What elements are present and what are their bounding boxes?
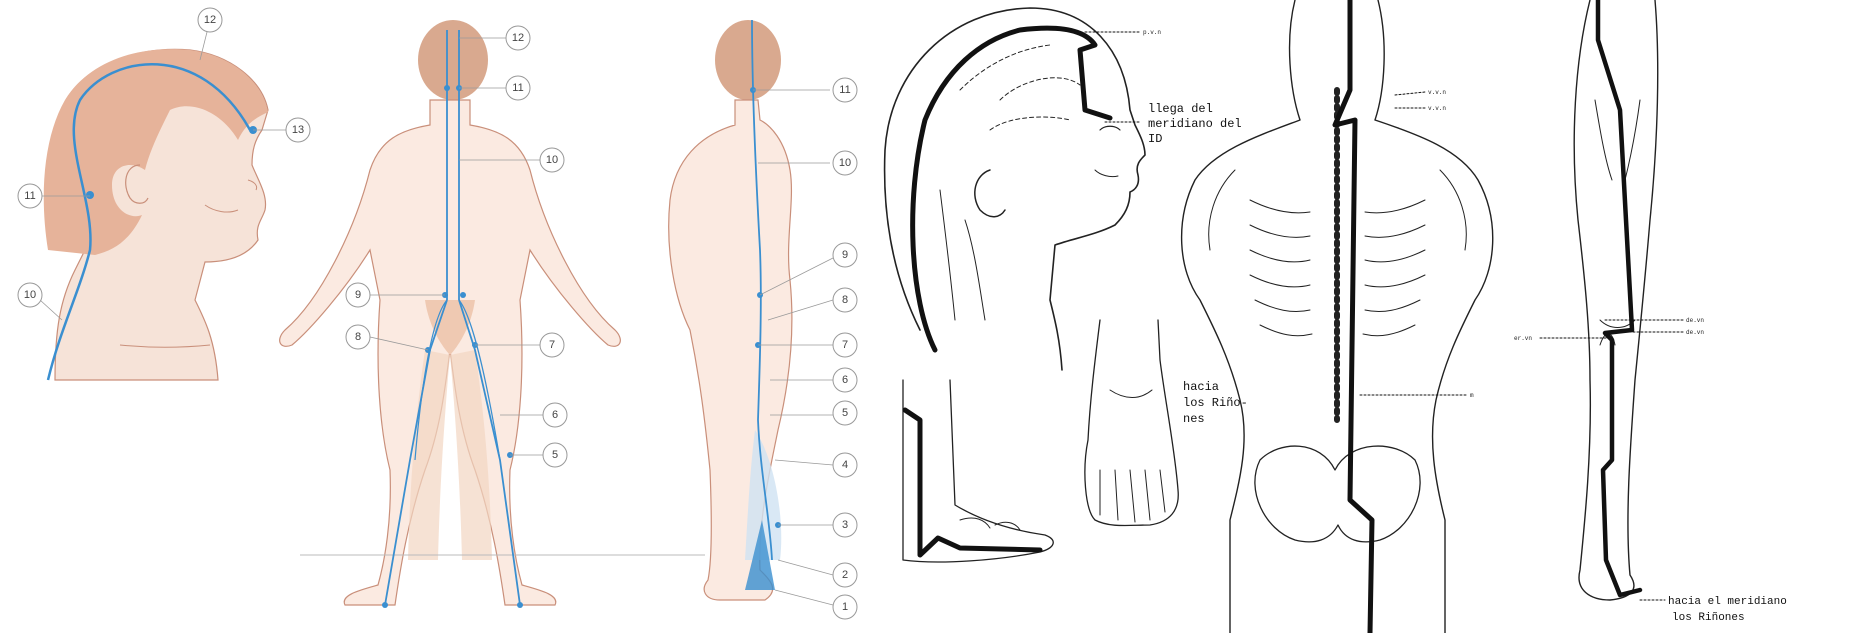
side-label-1: 1 <box>833 595 857 619</box>
svg-text:10: 10 <box>839 157 851 169</box>
svg-text:12: 12 <box>204 14 216 26</box>
torso-caption-line-3: nes <box>1183 412 1205 426</box>
svg-text:3: 3 <box>842 519 848 531</box>
side-view-figure: 11 10 9 8 7 6 5 4 3 2 1 <box>669 20 857 619</box>
back-view-figure: 12 11 10 9 8 7 6 5 <box>280 20 705 608</box>
leg-small-label-3: er.vn <box>1514 335 1532 342</box>
lineart-head-figure: p.v.n llega del meridiano del ID <box>885 8 1242 370</box>
leg-small-label-1: de.vn <box>1686 317 1704 324</box>
head-small-label: p.v.n <box>1143 29 1161 36</box>
svg-text:12: 12 <box>512 32 524 44</box>
svg-text:9: 9 <box>355 289 361 301</box>
side-label-2: 2 <box>833 563 857 587</box>
head-profile-figure: 12 13 11 10 <box>18 8 310 380</box>
side-label-9: 9 <box>833 243 857 267</box>
back-label-11: 11 <box>506 76 530 100</box>
back-label-9: 9 <box>346 283 370 307</box>
side-label-3: 3 <box>833 513 857 537</box>
leg-caption-line-1: hacia el meridiano <box>1668 596 1787 608</box>
colored-illustration-panel: 12 13 11 10 <box>18 8 857 619</box>
back-label-6: 6 <box>543 403 567 427</box>
svg-text:11: 11 <box>512 82 523 94</box>
svg-text:13: 13 <box>292 124 304 136</box>
back-label-8: 8 <box>346 325 370 349</box>
svg-text:7: 7 <box>842 339 848 351</box>
svg-text:9: 9 <box>842 249 848 261</box>
back-label-10: 10 <box>540 148 564 172</box>
svg-text:7: 7 <box>549 339 555 351</box>
lineart-foot-side-figure <box>903 380 1053 562</box>
svg-text:1: 1 <box>842 601 848 613</box>
lineart-illustration-panel: p.v.n llega del meridiano del ID <box>885 0 1787 633</box>
lineart-leg-figure: de.vn de.vn er.vn hacia el meridiano los… <box>1514 0 1787 624</box>
svg-text:8: 8 <box>355 331 361 343</box>
back-label-5: 5 <box>543 443 567 467</box>
svg-text:6: 6 <box>842 374 848 386</box>
side-label-8: 8 <box>833 288 857 312</box>
svg-text:5: 5 <box>842 407 848 419</box>
side-label-7: 7 <box>833 333 857 357</box>
lineart-foot-top-figure <box>1085 320 1178 526</box>
back-label-12: 12 <box>506 26 530 50</box>
side-label-5: 5 <box>833 401 857 425</box>
head-caption-line-1: llega del <box>1148 102 1213 116</box>
head-label-11: 11 <box>18 184 42 208</box>
head-label-10: 10 <box>18 283 42 307</box>
svg-text:10: 10 <box>24 289 36 301</box>
side-label-6: 6 <box>833 368 857 392</box>
svg-text:5: 5 <box>552 449 558 461</box>
leg-small-label-2: de.vn <box>1686 329 1704 336</box>
svg-text:2: 2 <box>842 569 848 581</box>
svg-text:8: 8 <box>842 294 848 306</box>
torso-small-label-2: v.v.n <box>1428 105 1446 112</box>
svg-text:4: 4 <box>842 459 848 471</box>
head-caption-line-3: ID <box>1148 132 1162 146</box>
leg-caption-line-2: los Riñones <box>1672 612 1745 624</box>
head-label-12: 12 <box>198 8 222 32</box>
torso-small-label-1: v.v.n <box>1428 89 1446 96</box>
torso-small-label-mid: m <box>1470 392 1474 399</box>
side-label-10: 10 <box>833 151 857 175</box>
lineart-back-torso-figure: v.v.n v.v.n m hacia los Riño- nes <box>1182 0 1493 633</box>
head-label-13: 13 <box>286 118 310 142</box>
back-label-7: 7 <box>540 333 564 357</box>
svg-text:11: 11 <box>24 190 35 202</box>
head-caption-line-2: meridiano del <box>1148 117 1242 131</box>
torso-caption-line-1: hacia <box>1183 380 1219 394</box>
svg-text:11: 11 <box>839 84 850 96</box>
svg-text:10: 10 <box>546 154 558 166</box>
side-label-4: 4 <box>833 453 857 477</box>
torso-caption-line-2: los Riño- <box>1183 396 1248 410</box>
svg-text:6: 6 <box>552 409 558 421</box>
side-label-11: 11 <box>833 78 857 102</box>
